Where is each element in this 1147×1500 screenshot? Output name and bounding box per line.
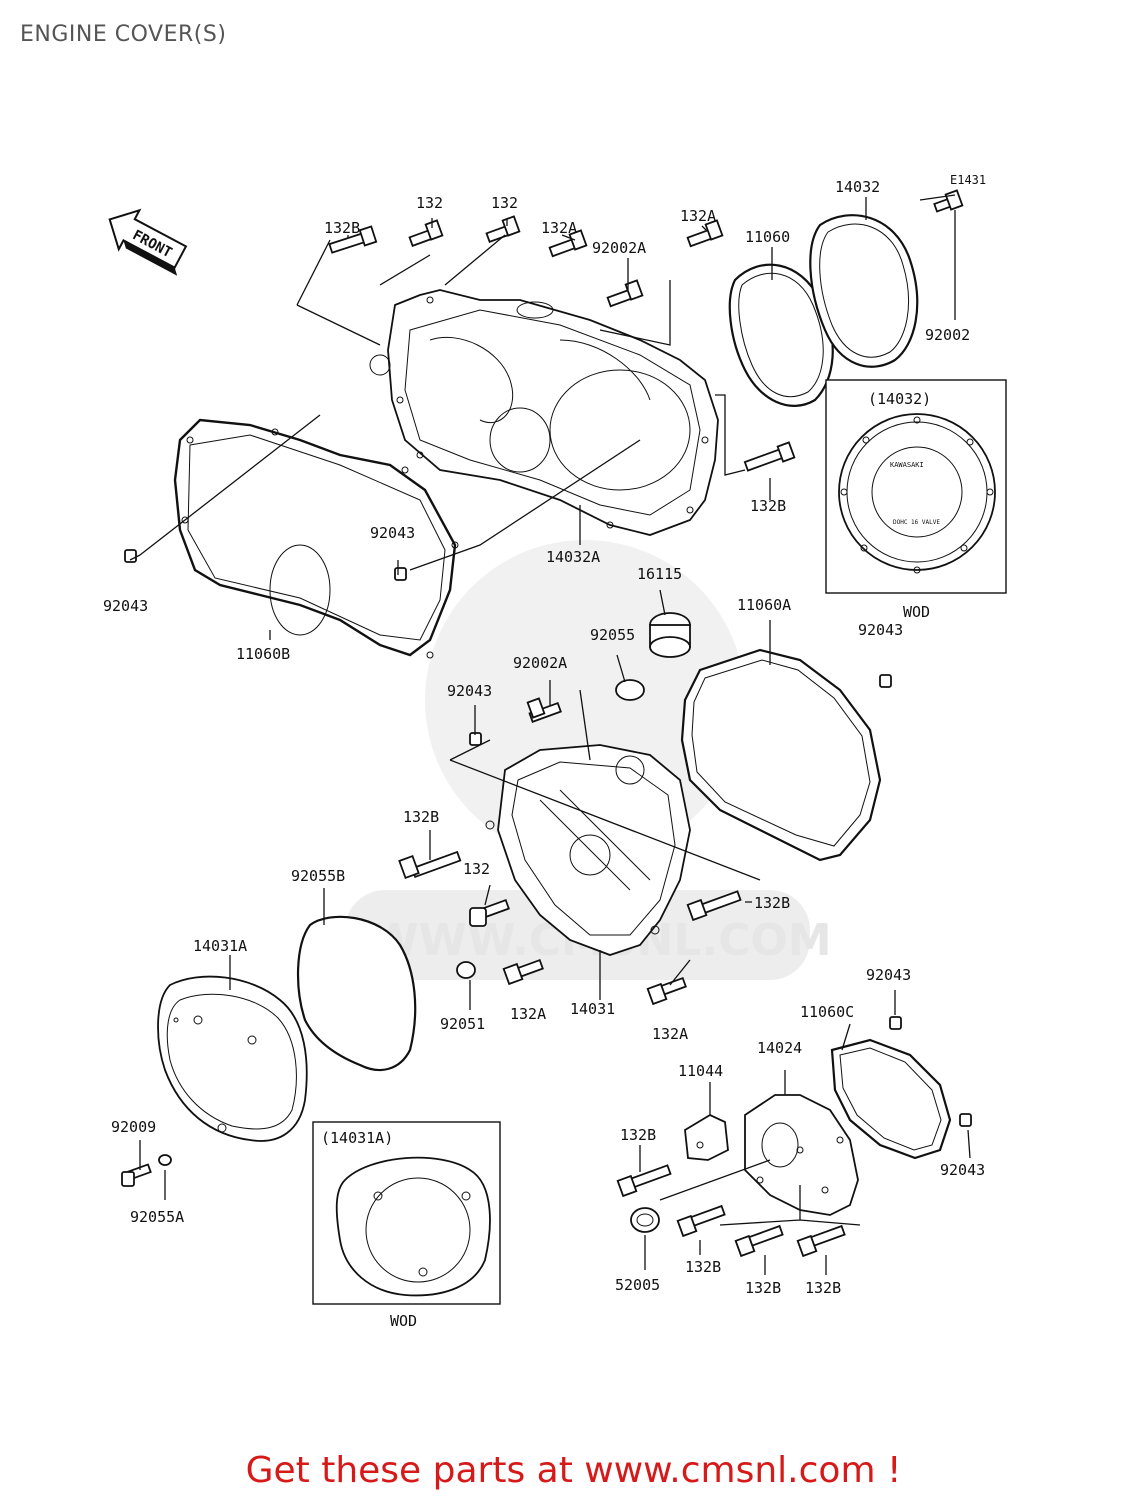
dowel-92043-low-right: [959, 1113, 972, 1127]
bracket-11044: [684, 1113, 729, 1161]
callout: 92055A: [130, 1208, 184, 1226]
cover-14024: [744, 1094, 859, 1216]
gasket-11060B: [173, 418, 459, 659]
promo-link[interactable]: Get these parts at www.cmsnl.com !: [245, 1450, 902, 1491]
page-title: ENGINE COVER(S): [20, 22, 227, 47]
callout: 132B: [754, 894, 790, 912]
bolt-132A-a: [548, 229, 588, 258]
inset-14032: KAWASAKI DOHC 16 VALVE: [825, 379, 1007, 594]
callout: 92043: [858, 621, 903, 639]
bolt-132B-mid-right: [686, 890, 742, 922]
callout: 132A: [510, 1005, 546, 1023]
logo-text-2: DOHC 16 VALVE: [893, 519, 940, 526]
callout: 11044: [678, 1062, 723, 1080]
gasket-11060: [728, 263, 834, 407]
callout: 132: [463, 860, 490, 878]
bolt-92002A-b: [526, 697, 562, 723]
exploded-parts-diagram: WWW.CMSNL.COM FRONT E1431: [103, 173, 1007, 1330]
callout: 14032A: [546, 548, 600, 566]
cover-14031A: [157, 975, 308, 1142]
cover-14032: [809, 214, 919, 368]
callout: 92002: [925, 326, 970, 344]
callout-labels: 132B 132 132 132A 92002A 132A 11060 1403…: [103, 178, 985, 1330]
callout: 92043: [447, 682, 492, 700]
callout: 92002A: [592, 239, 646, 257]
callout: 132B: [750, 497, 786, 515]
callout: WOD: [390, 1312, 417, 1330]
seal-92051: [456, 961, 476, 979]
callout: 92051: [440, 1015, 485, 1033]
oring-92055A: [158, 1154, 172, 1166]
callout: 92009: [111, 1118, 156, 1136]
bolt-132B-right: [743, 441, 796, 472]
callout: (14032): [868, 390, 931, 408]
bolt-132A-b: [686, 219, 724, 248]
cover-14032A: [369, 289, 719, 536]
callout: 132B: [403, 808, 439, 826]
bolt-92002: [933, 189, 964, 213]
callout: 11060A: [737, 596, 791, 614]
callout: WOD: [903, 603, 930, 621]
bolt-92002A-a: [606, 279, 644, 308]
callout: 52005: [615, 1276, 660, 1294]
callout: 132B: [745, 1279, 781, 1297]
callout: 132A: [680, 207, 716, 225]
callout: 132B: [805, 1279, 841, 1297]
dowel-92043-mid-right: [879, 674, 892, 688]
callout: 92055B: [291, 867, 345, 885]
callout: 11060B: [236, 645, 290, 663]
callout: 11060: [745, 228, 790, 246]
bolt-132-b: [485, 215, 521, 243]
callout: 11060C: [800, 1003, 854, 1021]
callout: 92043: [370, 524, 415, 542]
callout: 132B: [620, 1126, 656, 1144]
callout: (14031A): [321, 1129, 393, 1147]
callout: 92043: [866, 966, 911, 984]
diagram-code: E1431: [950, 173, 986, 187]
seal-52005: [630, 1207, 660, 1233]
callout: 92055: [590, 626, 635, 644]
callout: 92043: [940, 1161, 985, 1179]
inset-14031A: [312, 1121, 501, 1305]
callout: 132A: [652, 1025, 688, 1043]
bolt-132B-low-c: [734, 1224, 784, 1258]
bolt-132B-low-a: [616, 1164, 672, 1198]
bolt-132B-low-d: [796, 1224, 846, 1258]
bolt-132B-mid-left: [398, 850, 462, 880]
cap-16115: [649, 612, 691, 658]
callout: 92043: [103, 597, 148, 615]
callout: 132A: [541, 219, 577, 237]
bolt-92009: [121, 1163, 152, 1187]
logo-text-1: KAWASAKI: [890, 461, 924, 469]
gasket-11060A: [680, 648, 882, 862]
callout: 132: [491, 194, 518, 212]
gasket-11060C: [830, 1038, 952, 1160]
front-arrow-icon: FRONT: [108, 208, 188, 276]
bolt-132B-top: [328, 225, 378, 254]
callout: 16115: [637, 565, 682, 583]
bolt-132B-low-b: [676, 1204, 726, 1238]
bolt-132A-mid-b: [646, 976, 687, 1006]
callout: 132: [416, 194, 443, 212]
bolt-132-mid: [469, 898, 510, 927]
oring-92055: [615, 679, 645, 701]
leader-lines: [129, 194, 971, 1275]
callout: 14031A: [193, 937, 247, 955]
callout: 132B: [685, 1258, 721, 1276]
callout: 132B: [324, 219, 360, 237]
callout: 92002A: [513, 654, 567, 672]
callout: 14032: [835, 178, 880, 196]
oring-92055B: [296, 915, 417, 1072]
dowel-92043-low-top: [889, 1016, 902, 1030]
callout: 14024: [757, 1039, 802, 1057]
bolt-132A-mid-a: [502, 958, 544, 986]
bolt-132-a: [408, 219, 444, 247]
callout: 14031: [570, 1000, 615, 1018]
